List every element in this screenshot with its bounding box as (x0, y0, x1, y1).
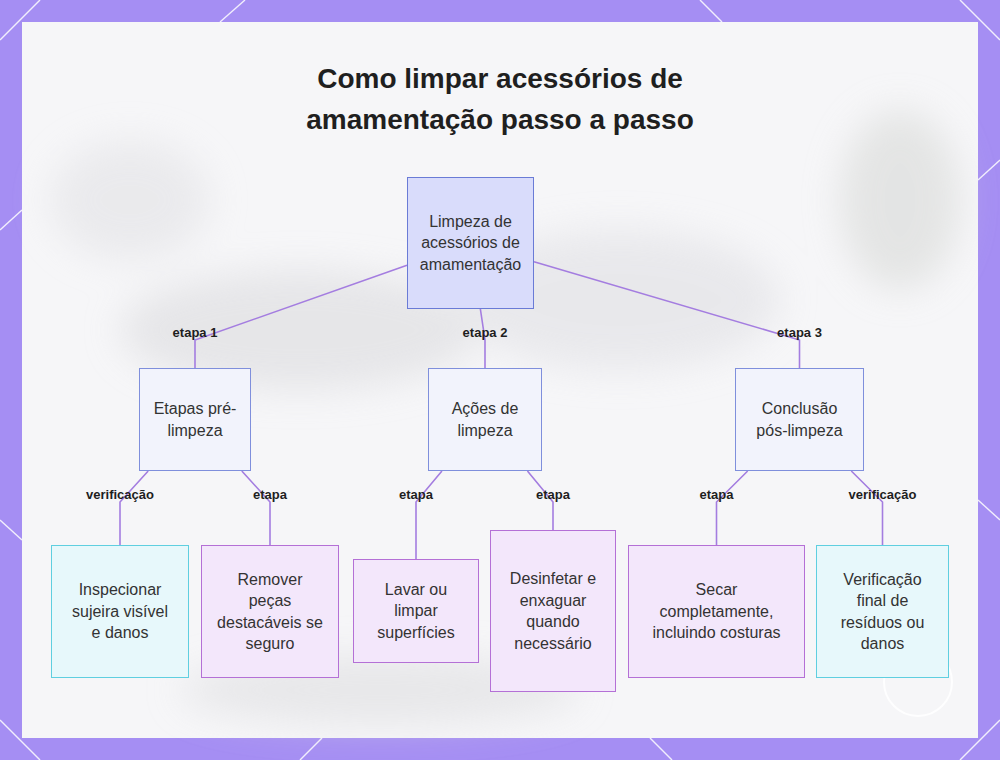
node-text: Secar completamente, incluindo costuras (643, 579, 790, 644)
step-box: Lavar ou limpar superfícies (353, 559, 479, 663)
blurred-photo (50, 110, 960, 725)
stage-box: Ações de limpeza (428, 368, 542, 471)
node-text: Lavar ou limpar superfícies (368, 579, 464, 644)
edge-label: verificação (849, 487, 917, 502)
connector-line (851, 471, 882, 545)
edge-label: etapa (399, 487, 433, 502)
edge-label: etapa (253, 487, 287, 502)
edge-label: etapa (700, 487, 734, 502)
edge-label: etapa 2 (463, 325, 508, 340)
node-text: Desinfetar e enxaguar quando necessário (505, 568, 601, 654)
check-box: Inspecionar sujeira visível e danos (51, 545, 189, 678)
node-text: Limpeza de acessórios de amamentação (416, 211, 525, 276)
edge-label: etapa 3 (777, 325, 822, 340)
edge-label: etapa (536, 487, 570, 502)
node-text: Remover peças destacáveis se seguro (216, 569, 324, 655)
node-text: Conclusão pós-limpeza (748, 398, 851, 441)
connector-line (534, 262, 800, 368)
diagram-title: Como limpar acessórios de amamentação pa… (280, 58, 720, 140)
node-text: Inspecionar sujeira visível e danos (66, 579, 174, 644)
connector-line (717, 471, 748, 545)
step-box: Remover peças destacáveis se seguro (201, 545, 339, 678)
node-text: Verificação final de resíduos ou danos (831, 569, 934, 655)
node-text: Ações de limpeza (441, 398, 529, 441)
panel (22, 22, 978, 738)
stage-box: Conclusão pós-limpeza (735, 368, 864, 471)
edge-label: etapa 1 (173, 325, 218, 340)
connector-line (416, 471, 442, 559)
node-text: Etapas pré-limpeza (152, 398, 238, 441)
step-box: Secar completamente, incluindo costuras (628, 545, 805, 678)
stage-box: Etapas pré-limpeza (139, 368, 251, 471)
connector-line (120, 471, 148, 545)
edge-label: verificação (86, 487, 154, 502)
check-box: Verificação final de resíduos ou danos (816, 545, 949, 678)
root-box: Limpeza de acessórios de amamentação (407, 177, 534, 309)
connector-line (195, 265, 407, 368)
connector-line (242, 471, 270, 545)
step-box: Desinfetar e enxaguar quando necessário (490, 530, 616, 692)
